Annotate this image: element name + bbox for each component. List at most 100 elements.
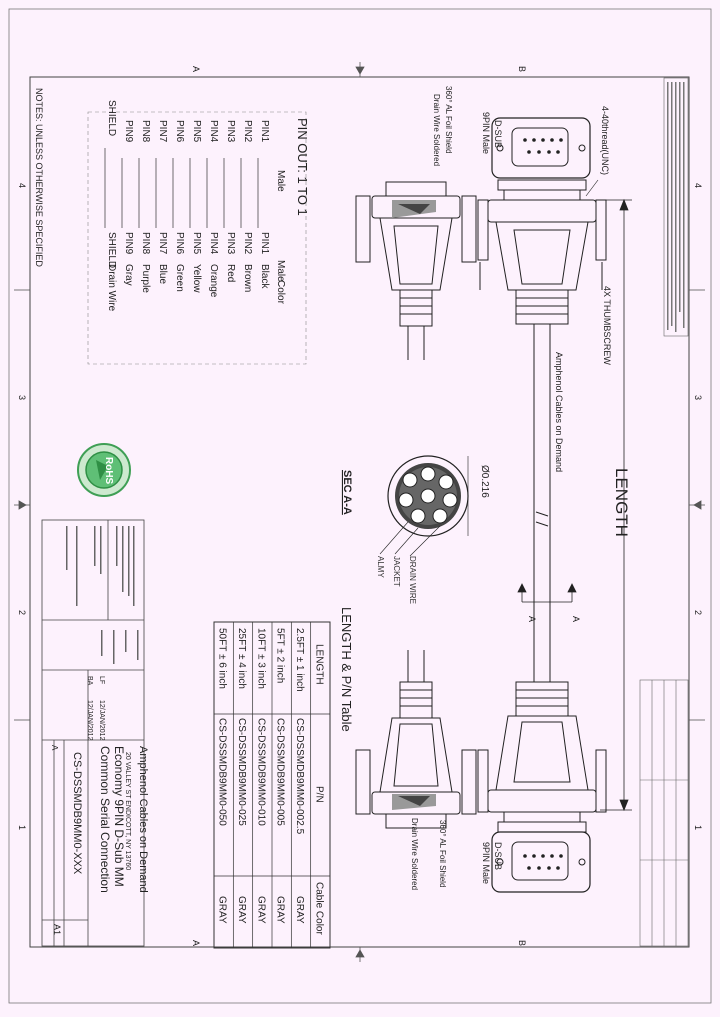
pinout-pin-right: PIN7 <box>157 232 168 255</box>
pinout-color: Purple <box>140 264 151 293</box>
title-size: A <box>50 745 59 751</box>
pinout-pin-right: PIN5 <box>191 232 202 255</box>
title-part-number: CS-DSSMDB9MM0-XXX <box>71 752 83 875</box>
pinout-pin-left: PIN2 <box>242 120 253 143</box>
pinout-pin-left: PIN7 <box>157 120 168 143</box>
title-description-1: Economy 9PIN D-Sub MM <box>112 746 126 887</box>
cable-label: Amphenol Cables on Demand <box>554 352 564 472</box>
title-revision: A1 <box>52 924 62 935</box>
right-connector-top-view <box>355 650 477 829</box>
zone-left-2: 2 <box>17 610 27 615</box>
title-company: Amphenol Cables on Demand <box>137 746 149 893</box>
length-dimension <box>600 198 632 812</box>
drawing-border <box>29 76 690 948</box>
right-connector-pins: 9PIN Male <box>481 842 491 884</box>
title-description-2: Common Serial Connection <box>98 746 112 893</box>
outer-border <box>8 8 712 1004</box>
drain-label-left: Drain Wire Soldered <box>432 94 441 166</box>
pinout-pin-right: PIN3 <box>225 232 236 255</box>
cable <box>533 324 551 682</box>
section-cut-arrows <box>517 583 577 603</box>
right-connector-type: D-SUB <box>493 842 503 870</box>
rohs-stamp-text: RoHS <box>103 457 114 485</box>
pinout-pin-right: PIN4 <box>208 232 219 255</box>
length-table-cell-color: GRAY <box>217 896 228 924</box>
pinout-header-right: Male <box>275 170 286 192</box>
revision-box-text-lines <box>667 82 685 332</box>
length-table-cell-pn: CS-DSSMDB9MM0-005 <box>275 718 286 826</box>
zone-right-4: 4 <box>693 183 703 188</box>
pinout-pin-right: PIN1 <box>259 232 270 255</box>
section-diameter: Ø0.216 <box>479 465 490 498</box>
pinout-table: MaleMaleColorPIN1PIN1BlackPIN2PIN2BrownP… <box>104 100 286 312</box>
zone-right-2: 2 <box>693 610 703 615</box>
section-cut-left: A <box>527 616 537 622</box>
length-table-cell-color: GRAY <box>236 896 247 924</box>
title-block-frame <box>41 519 145 947</box>
right-connector <box>477 681 607 893</box>
title-checked-by: LF <box>98 676 105 684</box>
callout-drain-wire: DRAIN WIRE <box>408 556 417 604</box>
notes-heading: NOTES: UNLESS OTHERWISE SPECIFIED <box>34 88 44 267</box>
length-table-cell-length: 2.5FT ± 1 inch <box>294 628 305 692</box>
length-table-cell-pn: CS-DSSMDB9MM0-010 <box>255 718 266 826</box>
left-connector-type: D-SUB <box>493 120 503 148</box>
pinout-pin-right: PIN6 <box>174 232 185 255</box>
pinout-pin-left: PIN9 <box>123 120 134 143</box>
pinout-pin-left: PIN1 <box>259 120 270 143</box>
thread-label: 4-40thread(UNC) <box>600 106 610 175</box>
title-drawn-by: BA <box>86 676 93 686</box>
pinout-pin-left: PIN3 <box>225 120 236 143</box>
pinout-color: Drain Wire <box>106 264 117 312</box>
length-table-header-color: Cable Color <box>313 882 324 935</box>
length-table-cell-length: 50FT ± 6 inch <box>217 628 228 689</box>
zone-left-1: 1 <box>17 825 27 830</box>
pinout-pin-left: PIN5 <box>191 120 202 143</box>
pinout-title: PIN OUT: 1 TO 1 <box>295 118 310 216</box>
title-address: 20 VALLEY ST ENDICOTT, NY 13760 <box>124 752 131 870</box>
pinout-pin-right: PIN8 <box>140 232 151 255</box>
zone-ticks <box>14 62 705 962</box>
length-table-cell-pn: CS-DSSMDB9MM0-025 <box>236 718 247 826</box>
length-table-cell-length: 10FT ± 3 inch <box>255 628 266 689</box>
zone-bottom-b: B <box>517 940 527 946</box>
zone-left-4: 4 <box>17 183 27 188</box>
zone-left-3: 3 <box>17 395 27 400</box>
drain-label-right: Drain Wire Soldered <box>410 818 419 890</box>
left-connector-pins: 9PIN Male <box>481 112 491 154</box>
pinout-color: Brown <box>242 264 253 292</box>
zone-right-1: 1 <box>693 825 703 830</box>
pinout-color: Red <box>225 264 236 282</box>
pinout-color: Green <box>174 264 185 292</box>
rohs-stamp <box>77 443 131 497</box>
zone-top-b: B <box>517 66 527 72</box>
section-cut-right: A <box>571 616 581 622</box>
pinout-pin-left: PIN6 <box>174 120 185 143</box>
title-block-fineprint <box>66 526 139 664</box>
pinout-pin-left: PIN8 <box>140 120 151 143</box>
section-view <box>379 455 469 557</box>
length-table-cell-color: GRAY <box>275 896 286 924</box>
zone-right-3: 3 <box>693 395 703 400</box>
pinout-pin-right: PIN2 <box>242 232 253 255</box>
length-table-cell-color: GRAY <box>255 896 266 924</box>
pinout-color: Black <box>259 264 270 289</box>
pinout-color: Yellow <box>191 264 202 293</box>
zone-bottom-a: A <box>191 940 201 946</box>
pinout-color: Blue <box>157 264 168 284</box>
pinout-header-color: Color <box>275 280 286 305</box>
pinout-pin-left: SHIELD <box>106 100 117 136</box>
left-connector-top-view <box>355 181 477 360</box>
revision-box <box>639 77 689 947</box>
zone-top-a: A <box>191 66 201 72</box>
length-table-header-pn: P/N <box>313 786 324 803</box>
pinout-box <box>87 111 307 365</box>
callout-jacket: JACKET <box>392 556 401 587</box>
length-table-cell-color: GRAY <box>294 896 305 924</box>
pinout-pin-left: PIN4 <box>208 120 219 143</box>
callout-almy: ALMY <box>376 556 385 578</box>
pinout-pin-right: PIN9 <box>123 232 134 255</box>
